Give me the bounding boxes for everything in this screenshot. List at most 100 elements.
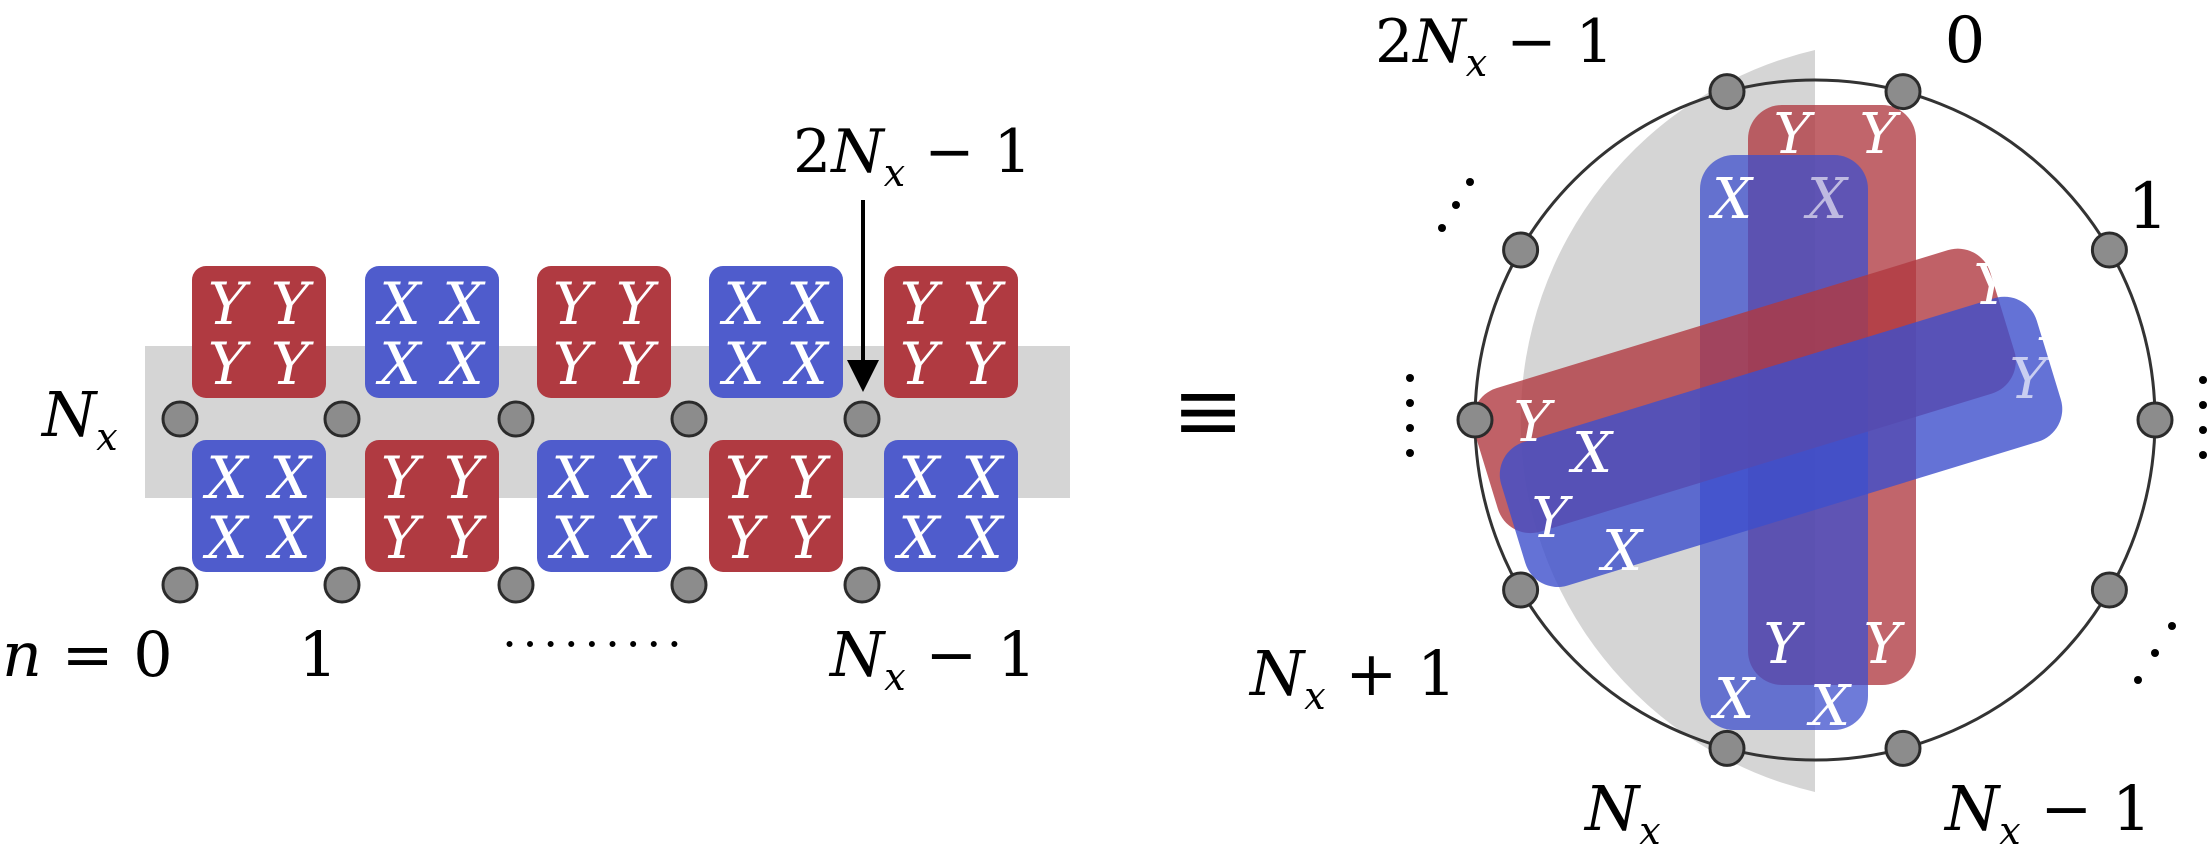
plaquette-op: Y xyxy=(381,444,424,512)
ring-site xyxy=(1502,231,1540,269)
vertical-blue-op-bottom-right: X xyxy=(1806,674,1852,739)
plaquette-op: Y xyxy=(208,270,251,338)
plaquette-op: Y xyxy=(444,504,487,572)
lattice-site xyxy=(497,566,535,604)
plaquette-op: Y xyxy=(616,330,659,398)
plaquette-op: X xyxy=(782,330,830,398)
lattice-site xyxy=(323,400,361,438)
ring-site xyxy=(1708,73,1746,111)
plaquette-op: Y xyxy=(444,444,487,512)
ring-diagram: Y Y X X Y Y X X Y Y Y Y X X X X 2Nx − 1 … xyxy=(1248,4,2207,853)
plaquette-op: X xyxy=(375,270,423,338)
lattice-site xyxy=(161,400,199,438)
vertical-blue-op-bottom-left: X xyxy=(1710,667,1756,732)
plaquette-op: X xyxy=(202,444,250,512)
vertical-blue-op-top-left: X xyxy=(1708,167,1754,232)
plaquette-op: X xyxy=(957,504,1005,572)
plaquette-box xyxy=(884,440,1018,572)
plaquette-box xyxy=(537,266,671,398)
plaquette-box xyxy=(884,266,1018,398)
ring-site xyxy=(1502,571,1540,609)
lattice-site xyxy=(161,566,199,604)
ring-site xyxy=(1884,729,1922,767)
vertical-red-op-top-left: Y xyxy=(1774,102,1816,167)
plaquette-op: X xyxy=(265,504,313,572)
lattice-site xyxy=(323,566,361,604)
plaquette-op: X xyxy=(957,444,1005,512)
ring-label-bottom-right: Nx − 1 xyxy=(1943,772,2152,853)
ring-site xyxy=(2090,231,2128,269)
lattice-site xyxy=(670,400,708,438)
plaquette-box xyxy=(709,440,843,572)
plaquette-op: Y xyxy=(900,270,943,338)
plaquette-op: X xyxy=(894,504,942,572)
ring-label-bottom-left: Nx xyxy=(1583,772,1661,853)
ellipsis-dots xyxy=(1406,178,2207,684)
lattice-site xyxy=(670,566,708,604)
plaquette-op: Y xyxy=(963,270,1006,338)
plaquette-op: Y xyxy=(271,270,314,338)
ring-label-right-upper: 1 xyxy=(2128,170,2169,244)
plaquette-op: Y xyxy=(788,504,831,572)
plaquette-op: X xyxy=(894,444,942,512)
plaquette-box xyxy=(537,440,671,572)
column-label-last: Nx − 1 xyxy=(828,618,1037,699)
plaquette-op: X xyxy=(782,270,830,338)
plaquette-op: X xyxy=(547,444,595,512)
plaquette-op: X xyxy=(375,330,423,398)
plaquette-op: X xyxy=(438,330,486,398)
ring-label-top: 0 xyxy=(1945,4,1986,78)
plaquette-op: X xyxy=(610,504,658,572)
plaquette-op: Y xyxy=(271,330,314,398)
plaquette-op: X xyxy=(719,330,767,398)
vertical-red-op-top-right: Y xyxy=(1860,102,1902,167)
column-label-first: n = 0 xyxy=(2,618,173,691)
plaquette-op: Y xyxy=(963,330,1006,398)
column-label-second: 1 xyxy=(298,618,337,691)
plaquette-op: X xyxy=(610,444,658,512)
tilted-blue-op-left-top: X xyxy=(1568,421,1614,486)
plaquette-op: Y xyxy=(900,330,943,398)
tilted-red-op-right-top: Y xyxy=(1974,253,2016,318)
tilted-blue-op-right-top: X xyxy=(2038,289,2084,354)
tilted-red-op-left-top: Y xyxy=(1514,390,1556,455)
ring-site xyxy=(1456,401,1494,439)
plaquette-op: Y xyxy=(553,330,596,398)
plaquette-box xyxy=(365,266,499,398)
ring-label-lower-left: Nx + 1 xyxy=(1248,637,1457,718)
vertical-blue-op-top-right: X xyxy=(1803,167,1849,232)
plaquette-op: Y xyxy=(788,444,831,512)
plaquette-op: Y xyxy=(381,504,424,572)
ring-site xyxy=(2136,401,2174,439)
arrow-head xyxy=(847,360,879,392)
ring-site xyxy=(1884,73,1922,111)
vertical-red-op-bottom-left: Y xyxy=(1764,612,1806,677)
lattice-site xyxy=(843,566,881,604)
ring-site xyxy=(1708,729,1746,767)
tilted-red-op-left-bottom: Y xyxy=(1532,486,1574,551)
tilted-blue-op-left-bottom: X xyxy=(1598,519,1644,584)
plaquette-box xyxy=(192,440,326,572)
plaquette-op: Y xyxy=(725,444,768,512)
plaquette-box xyxy=(709,266,843,398)
plaquette-box xyxy=(192,266,326,398)
plaquette-box xyxy=(365,440,499,572)
plaquette-op: Y xyxy=(725,504,768,572)
column-label-dots: ········· xyxy=(502,617,688,671)
lattice-site xyxy=(497,400,535,438)
plaquette-op: Y xyxy=(208,330,251,398)
arrow-label: 2Nx − 1 xyxy=(793,117,1032,195)
